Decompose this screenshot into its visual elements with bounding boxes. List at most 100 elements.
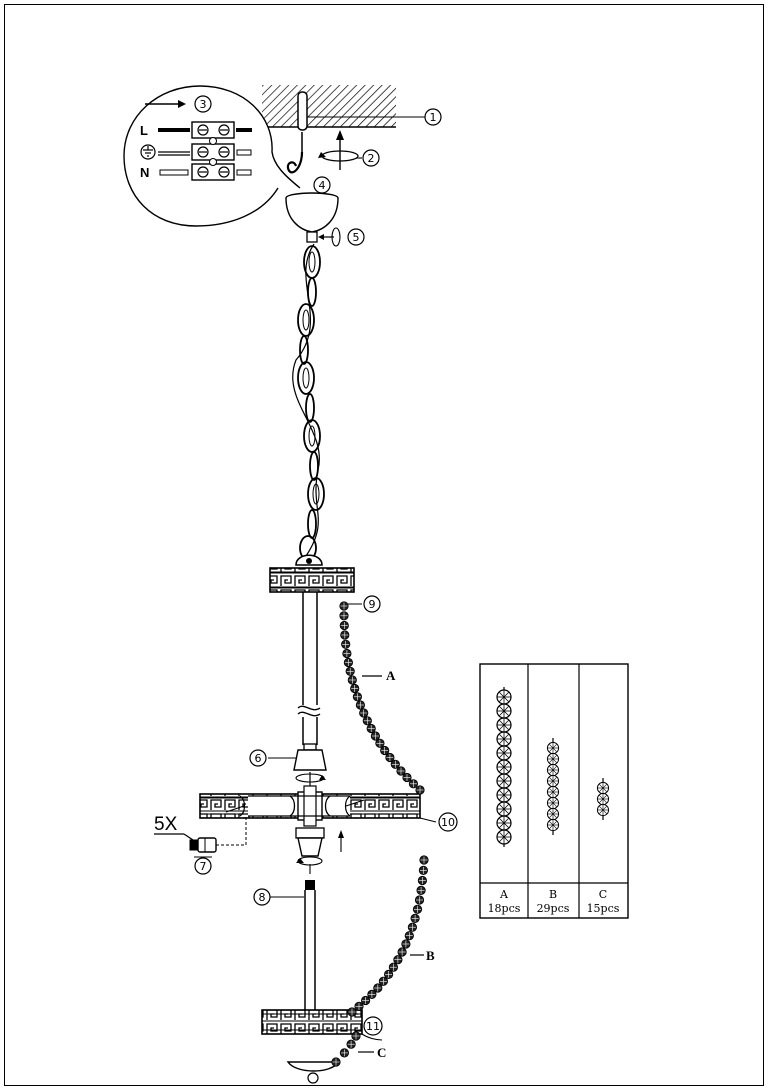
bead <box>414 895 425 905</box>
table-bead-a <box>496 689 512 705</box>
callout-6 <box>249 749 267 767</box>
callout-8 <box>253 888 271 906</box>
callout-7-text: 7 <box>200 860 207 873</box>
table-bead-a <box>496 773 512 789</box>
bead <box>339 620 349 631</box>
callout-2-text: 2 <box>368 152 375 165</box>
bead <box>331 1057 341 1067</box>
callout-1 <box>424 108 442 126</box>
central-rod-lower <box>304 880 316 1010</box>
bead <box>415 785 425 795</box>
bead <box>354 1001 364 1012</box>
callout-8-text: 8 <box>259 891 266 904</box>
bead <box>401 939 411 949</box>
bead <box>412 904 423 914</box>
table-bead-a <box>496 801 512 817</box>
bead <box>380 745 390 756</box>
bead <box>350 683 360 694</box>
bead <box>408 779 419 789</box>
callout-11 <box>363 1016 383 1036</box>
callout-2 <box>362 149 380 167</box>
callout-4-text: 4 <box>319 179 326 192</box>
table-bead-b <box>546 774 560 788</box>
bead <box>362 716 372 726</box>
table-letter-b: B <box>549 888 557 901</box>
callout-5 <box>347 228 365 246</box>
callout-9-text: 9 <box>369 598 376 611</box>
bead <box>355 700 366 710</box>
lower-nut-cup <box>295 827 344 874</box>
bead <box>345 666 355 676</box>
bead <box>342 648 352 659</box>
bead <box>352 692 363 702</box>
bead <box>390 759 400 769</box>
bead <box>347 1007 357 1017</box>
table-bead-b <box>546 741 560 755</box>
table-bead-a <box>496 717 512 733</box>
bead <box>407 922 418 932</box>
bead <box>339 1048 350 1058</box>
bottom-finial <box>286 1061 340 1084</box>
table-qty-b: 29pcs <box>537 902 570 915</box>
ceiling <box>262 85 396 128</box>
bead <box>341 639 351 649</box>
chain-loop <box>295 554 323 566</box>
table-bead-c <box>596 803 610 817</box>
bead <box>410 913 420 924</box>
table-bead-c <box>596 781 610 795</box>
central-rod-upper <box>297 592 321 745</box>
table-bead-a <box>496 703 512 719</box>
callout-3 <box>194 95 212 113</box>
bead <box>339 611 349 621</box>
bead <box>346 1039 356 1049</box>
table-bead-b <box>546 796 560 810</box>
callout-5-text: 5 <box>353 231 360 244</box>
page-frame <box>4 4 764 1086</box>
callout-10 <box>438 812 458 832</box>
table-letter-a: A <box>499 888 509 901</box>
bead <box>367 989 377 1000</box>
bead-strand-b <box>347 855 429 1017</box>
callout-9 <box>363 595 381 613</box>
bead <box>347 675 357 685</box>
wire-label-neutral: N <box>140 165 149 180</box>
table-bead-b <box>546 807 560 821</box>
strand-label-a: A <box>386 668 396 683</box>
table-bead-a <box>496 815 512 831</box>
table-bead-a <box>496 787 512 803</box>
table-bead-a <box>496 731 512 747</box>
rotate-arrow-icon <box>318 130 359 170</box>
bead <box>404 931 414 941</box>
nut-cup <box>293 743 327 771</box>
bead-strand-a <box>339 601 425 795</box>
bead <box>396 766 406 776</box>
bead <box>417 875 428 886</box>
bead <box>366 723 376 734</box>
ceiling-canopy <box>285 192 339 243</box>
strand-label-c: C <box>377 1045 386 1060</box>
bead <box>388 962 399 972</box>
bead <box>393 955 403 965</box>
table-bead-a <box>496 759 512 775</box>
ceiling-hook <box>286 151 304 174</box>
bead <box>360 995 371 1006</box>
wire-label-line: L <box>140 123 148 138</box>
bulb-holder <box>189 816 247 853</box>
rotate-arrow-icon <box>318 227 341 247</box>
bead-strand-c <box>331 1031 361 1067</box>
table-bead-b <box>546 818 560 832</box>
table-bead-c <box>596 792 610 806</box>
bead <box>340 630 350 640</box>
bead <box>375 738 385 748</box>
table-bead-a <box>496 829 512 845</box>
table-bead-b <box>546 752 560 766</box>
bead <box>351 1031 361 1041</box>
callout-3-text: 3 <box>200 98 207 111</box>
table-letter-c: C <box>599 888 607 901</box>
callout-11-text: 11 <box>366 1020 380 1033</box>
callout-7 <box>194 857 212 875</box>
parts-table: A 18pcs B 29pcs C 15pcs <box>479 663 629 919</box>
bead <box>343 657 354 668</box>
ceiling-anchor <box>297 91 308 152</box>
